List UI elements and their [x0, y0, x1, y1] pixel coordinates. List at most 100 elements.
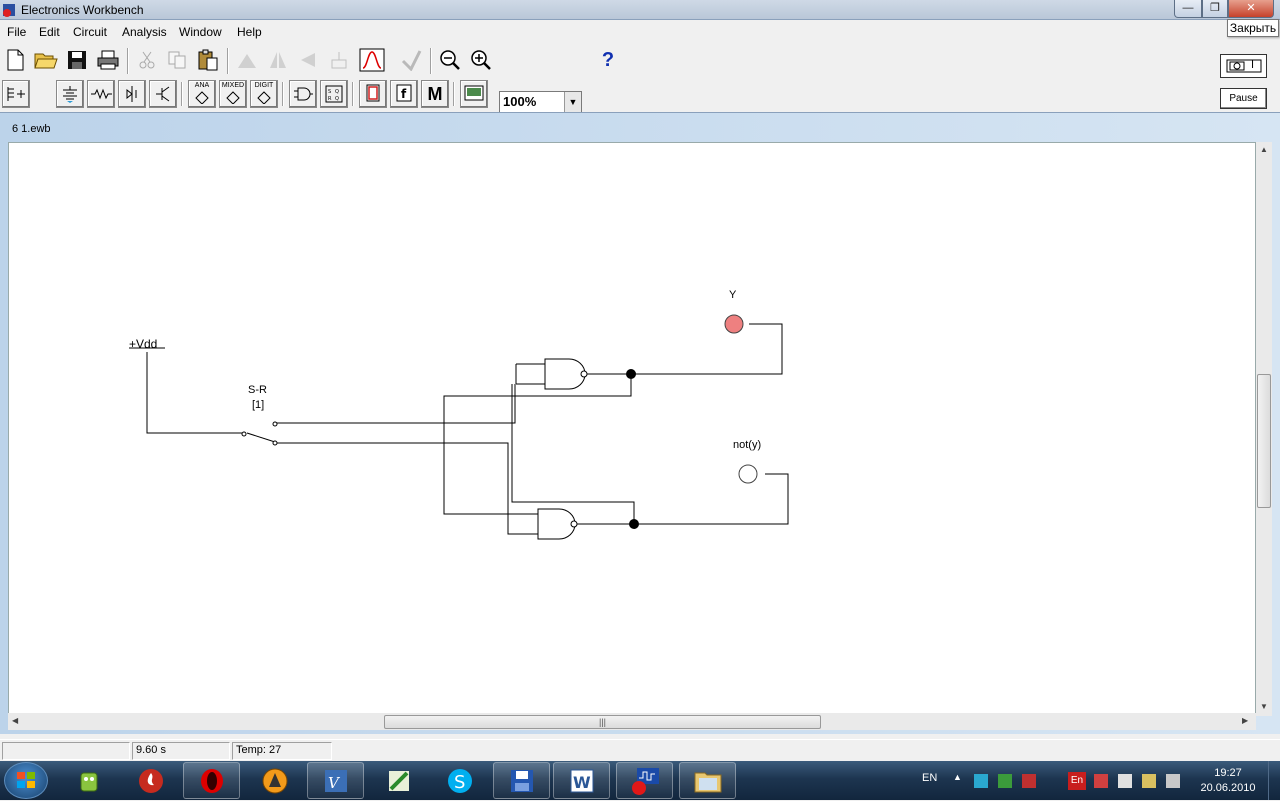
svg-text:S: S	[328, 89, 331, 95]
taskbar: V S W EN ▲ En 19:27 20.06.2010	[0, 761, 1280, 800]
clock-date: 20.06.2010	[1200, 782, 1256, 794]
transistors-bin-icon[interactable]	[149, 80, 177, 108]
paste-clipboard-icon[interactable]	[194, 46, 222, 74]
zoom-out-icon[interactable]	[436, 46, 464, 74]
scroll-down-icon[interactable]: ▼	[1260, 702, 1268, 711]
horizontal-scroll-thumb[interactable]: |||	[384, 715, 821, 729]
tray-language[interactable]: EN	[922, 772, 938, 784]
taskbar-app-paint-icon[interactable]	[370, 762, 427, 799]
taskbar-app-burn-icon[interactable]	[122, 762, 179, 799]
mixed-ics-bin[interactable]: MIXED	[219, 80, 247, 108]
digital-ics-bin[interactable]: DIGIT	[250, 80, 278, 108]
graph-icon[interactable]	[358, 46, 386, 74]
status-bar: 9.60 s Temp: 27	[0, 739, 1280, 761]
rotate-icon[interactable]	[233, 46, 261, 74]
analog-ic-icon	[195, 91, 209, 104]
menu-help[interactable]: Help	[237, 25, 262, 39]
tray-power-icon[interactable]	[1142, 774, 1156, 788]
show-desktop-button[interactable]	[1268, 761, 1280, 800]
temperature: Temp: 27	[232, 742, 332, 760]
toolbar-separator	[282, 82, 284, 106]
analog-ics-bin[interactable]: ANA	[188, 80, 216, 108]
menu-file[interactable]: File	[7, 25, 27, 39]
taskbar-app-save-icon[interactable]	[493, 762, 550, 799]
instruments-bin-icon[interactable]	[460, 80, 488, 108]
wire-feedback-lower	[511, 384, 635, 524]
print-icon[interactable]	[94, 46, 122, 74]
copy-icon[interactable]	[163, 46, 191, 74]
basic-bin-icon[interactable]	[87, 80, 115, 108]
wire-switch-lower	[275, 442, 538, 535]
minimize-button[interactable]: —	[1174, 0, 1202, 18]
controls-bin-icon[interactable]: f	[390, 80, 418, 108]
taskbar-app-explorer-icon[interactable]	[679, 762, 736, 799]
subcircuit-icon[interactable]	[325, 46, 353, 74]
taskbar-app-workbench-icon[interactable]	[616, 762, 673, 799]
taskbar-app-android-icon[interactable]	[60, 762, 117, 799]
tray-security-icon[interactable]	[998, 774, 1012, 788]
close-button[interactable]: ✕	[1228, 0, 1274, 18]
window-title: Electronics Workbench	[21, 3, 144, 17]
taskbar-app-skype-icon[interactable]: S	[431, 762, 488, 799]
probe-noty-label: not(y)	[733, 439, 761, 451]
taskbar-app-opera-icon[interactable]	[183, 762, 240, 799]
start-button[interactable]	[4, 762, 48, 799]
circuit-canvas[interactable]: +Vdd S-R [1] Y not(y)	[8, 142, 1256, 716]
power-switch[interactable]: I	[1220, 54, 1267, 78]
tray-flag-icon[interactable]	[1094, 774, 1108, 788]
scroll-right-icon[interactable]: ▶	[1242, 716, 1249, 725]
scroll-up-icon[interactable]: ▲	[1260, 145, 1268, 154]
zoom-select[interactable]: 100% ▼	[499, 91, 582, 113]
menu-circuit[interactable]: Circuit	[73, 25, 108, 39]
tray-volume-icon[interactable]	[1166, 774, 1180, 788]
menu-analysis[interactable]: Analysis	[122, 25, 167, 39]
digital-bin-label: DIGIT	[254, 82, 274, 89]
component-properties-icon[interactable]	[397, 46, 425, 74]
flip-horizontal-icon[interactable]	[264, 46, 292, 74]
taskbar-app-aimp-icon[interactable]	[246, 762, 303, 799]
toolbar-separator	[127, 48, 129, 74]
tray-clock[interactable]: 19:27 20.06.2010	[1200, 766, 1256, 796]
probe-noty-lamp[interactable]	[738, 464, 758, 484]
switch-label: S-R	[248, 384, 267, 396]
tray-expand-icon[interactable]: ▲	[953, 772, 962, 782]
flip-vertical-icon[interactable]	[294, 46, 322, 74]
menu-edit[interactable]: Edit	[39, 25, 60, 39]
wire-switch-upper	[275, 384, 516, 424]
scroll-left-icon[interactable]: ◀	[12, 716, 19, 725]
document-title: 6 1.ewb	[12, 123, 51, 135]
save-disk-icon[interactable]	[63, 46, 91, 74]
vertical-scroll-thumb[interactable]	[1257, 374, 1271, 508]
zoom-value: 100%	[503, 94, 537, 109]
indicators-bin-icon[interactable]	[359, 80, 387, 108]
logic-gates-bin-icon[interactable]	[289, 80, 317, 108]
nand-gate-lower	[537, 508, 576, 540]
tray-printer-icon[interactable]	[1118, 774, 1132, 788]
new-file-icon[interactable]	[1, 46, 29, 74]
diodes-bin-icon[interactable]	[118, 80, 146, 108]
tray-antivirus-icon[interactable]	[1022, 774, 1036, 788]
maximize-button[interactable]: ❐	[1202, 0, 1228, 18]
pause-button[interactable]: Pause	[1220, 88, 1267, 109]
chevron-down-icon[interactable]: ▼	[564, 92, 581, 112]
help-button[interactable]: ?	[594, 46, 622, 74]
svg-text:V: V	[328, 774, 341, 792]
tray-keyboard-lang-icon[interactable]: En	[1068, 772, 1086, 790]
menu-window[interactable]: Window	[179, 25, 222, 39]
cut-scissors-icon[interactable]	[133, 46, 161, 74]
miscellaneous-bin[interactable]: M	[421, 80, 449, 108]
power-toggle-icon	[1226, 59, 1261, 73]
tray-network-icon[interactable]	[974, 774, 988, 788]
svg-text:Q: Q	[335, 96, 339, 102]
sources-bin-icon[interactable]	[56, 80, 84, 108]
zoom-in-icon[interactable]	[467, 46, 495, 74]
open-folder-icon[interactable]	[32, 46, 60, 74]
probe-y-lamp[interactable]	[724, 314, 744, 334]
taskbar-app-word-icon[interactable]: W	[553, 762, 610, 799]
favorites-bin-icon[interactable]	[2, 80, 30, 108]
probe-y-label: Y	[729, 289, 737, 301]
vertical-scrollbar[interactable]: ▲ ▼	[1256, 142, 1272, 716]
taskbar-app-visio-icon[interactable]: V	[307, 762, 364, 799]
horizontal-scrollbar[interactable]: ◀ ||| ▶	[8, 713, 1256, 730]
